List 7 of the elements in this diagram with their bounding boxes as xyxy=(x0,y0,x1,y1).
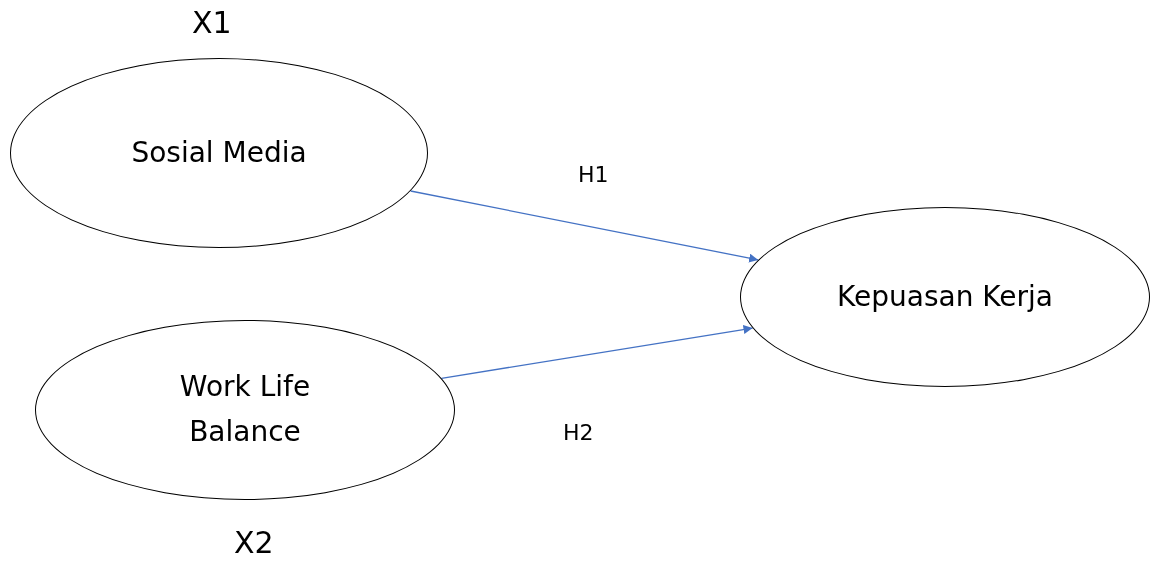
node-label: Sosial Media xyxy=(131,134,307,171)
node-label: Work Life Balance xyxy=(178,369,312,450)
arrow xyxy=(440,325,754,379)
variable-label: X2 xyxy=(234,525,274,560)
variable-label: X1 xyxy=(192,5,232,40)
node-label: Kepuasan Kerja xyxy=(837,278,1053,315)
arrow xyxy=(409,190,759,263)
